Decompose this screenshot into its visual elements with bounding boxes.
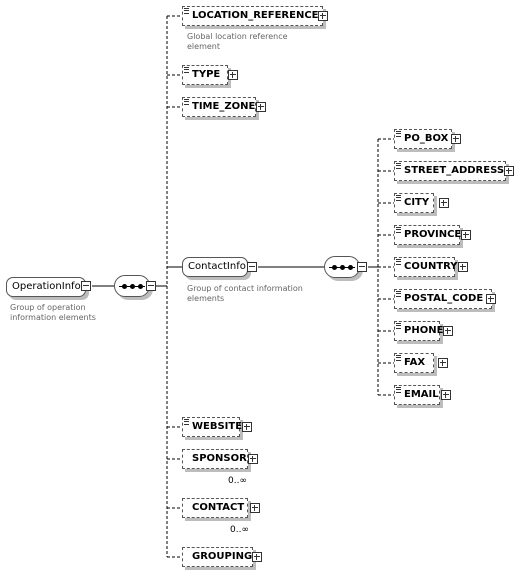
- plus-icon[interactable]: [228, 70, 238, 80]
- plus-icon[interactable]: [443, 326, 453, 336]
- element-type[interactable]: TYPE: [182, 65, 228, 85]
- plus-icon[interactable]: [250, 503, 260, 513]
- element-label: EMAIL: [404, 389, 439, 400]
- sponsor-cardinality: 0..∞: [228, 476, 247, 486]
- element-label: CITY: [404, 197, 430, 208]
- element-time-zone[interactable]: TIME_ZONE: [182, 97, 256, 117]
- element-location-reference[interactable]: LOCATION_REFERENCE: [182, 6, 323, 26]
- location-reference-annotation: Global location reference element: [187, 32, 288, 51]
- element-grouping[interactable]: GROUPING: [182, 547, 253, 567]
- element-street-address[interactable]: STREET_ADDRESS: [394, 161, 506, 181]
- sequence-compositor-icon: [324, 256, 360, 278]
- plus-icon[interactable]: [248, 454, 258, 464]
- element-label: CONTACT: [192, 502, 245, 513]
- root-element-label: OperationInfo: [12, 281, 81, 292]
- contact-cardinality: 0..∞: [230, 525, 249, 535]
- minus-icon[interactable]: [81, 281, 91, 291]
- element-country[interactable]: COUNTRY: [394, 257, 458, 277]
- element-label: GROUPING: [192, 551, 253, 562]
- plus-icon[interactable]: [252, 552, 262, 562]
- plus-icon[interactable]: [461, 230, 471, 240]
- contactinfo-annotation: Group of contact information elements: [187, 284, 303, 303]
- sequence-compositor-icon: [114, 275, 150, 297]
- element-province[interactable]: PROVINCE: [394, 225, 462, 245]
- element-label: LOCATION_REFERENCE: [192, 10, 319, 21]
- plus-icon[interactable]: [256, 102, 266, 112]
- element-label: POSTAL_CODE: [404, 293, 484, 304]
- element-label: COUNTRY: [404, 261, 458, 272]
- element-website[interactable]: WEBSITE: [182, 417, 243, 437]
- plus-icon[interactable]: [504, 166, 514, 176]
- plus-icon[interactable]: [451, 134, 461, 144]
- plus-icon[interactable]: [439, 198, 449, 208]
- element-label: SPONSOR: [192, 453, 247, 464]
- element-po-box[interactable]: PO_BOX: [394, 129, 452, 149]
- element-label: STREET_ADDRESS: [404, 165, 505, 176]
- element-email[interactable]: EMAIL: [394, 385, 440, 405]
- element-label: ContactInfo: [188, 261, 246, 272]
- element-fax[interactable]: FAX: [394, 353, 434, 373]
- minus-icon[interactable]: [247, 262, 257, 272]
- element-city[interactable]: CITY: [394, 193, 434, 213]
- plus-icon[interactable]: [318, 11, 328, 21]
- element-phone[interactable]: PHONE: [394, 321, 444, 341]
- minus-icon[interactable]: [146, 281, 156, 291]
- plus-icon[interactable]: [438, 358, 448, 368]
- plus-icon[interactable]: [441, 390, 451, 400]
- element-label: TIME_ZONE: [192, 101, 256, 112]
- element-postal-code[interactable]: POSTAL_CODE: [394, 289, 492, 309]
- root-annotation: Group of operation information elements: [10, 303, 96, 322]
- element-sponsor[interactable]: SPONSOR: [182, 449, 248, 469]
- root-element-operationinfo[interactable]: OperationInfo: [6, 277, 86, 297]
- element-contact[interactable]: CONTACT: [182, 498, 248, 518]
- plus-icon[interactable]: [486, 294, 496, 304]
- plus-icon[interactable]: [458, 262, 468, 272]
- element-label: PO_BOX: [404, 133, 449, 144]
- element-label: WEBSITE: [192, 421, 243, 432]
- element-label: PROVINCE: [404, 229, 462, 240]
- element-label: FAX: [404, 357, 426, 368]
- plus-icon[interactable]: [242, 422, 252, 432]
- element-label: TYPE: [192, 69, 221, 80]
- element-label: PHONE: [404, 325, 444, 336]
- element-contactinfo[interactable]: ContactInfo: [182, 257, 248, 277]
- minus-icon[interactable]: [357, 262, 367, 272]
